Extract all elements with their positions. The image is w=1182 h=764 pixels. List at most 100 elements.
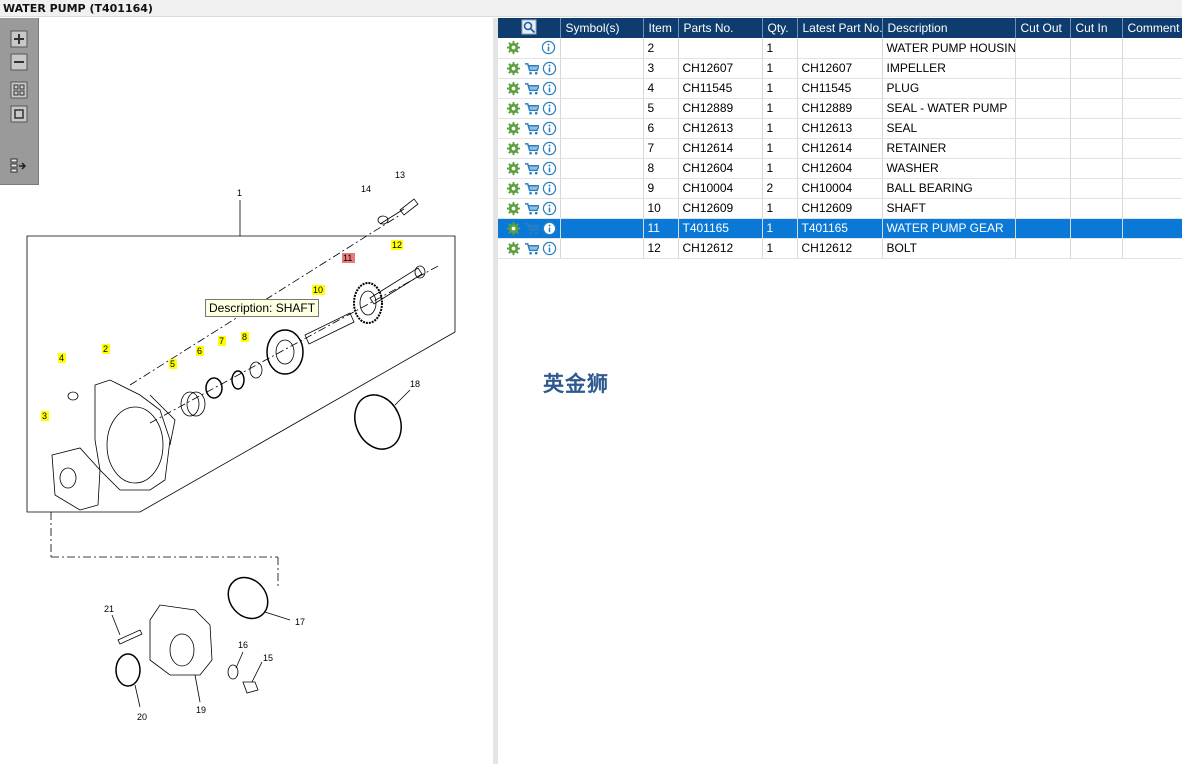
parts-table-body: 2 1 WATER PUMP HOUSING 3 CH12607 [498, 38, 1182, 259]
gear-icon[interactable] [506, 61, 521, 76]
item-cell: 6 [643, 118, 679, 139]
table-row[interactable]: 10 CH12609 1 CH12609 SHAFT [498, 198, 1182, 219]
info-icon[interactable] [542, 221, 557, 236]
callout-10[interactable]: 10 [313, 285, 323, 295]
callout-2[interactable]: 2 [103, 344, 108, 354]
callout-21[interactable]: 21 [104, 604, 114, 614]
item-cell: 3 [643, 58, 679, 79]
symbols-cell [560, 158, 644, 179]
latest-part-no-cell: CH10004 [797, 178, 883, 199]
column-header-item[interactable]: Item [643, 18, 679, 38]
info-icon[interactable] [542, 161, 557, 176]
info-icon[interactable] [542, 181, 557, 196]
gear-icon[interactable] [506, 101, 521, 116]
gear-icon[interactable] [506, 40, 521, 55]
gear-icon[interactable] [506, 241, 521, 256]
callout-1[interactable]: 1 [237, 188, 242, 198]
callout-4[interactable]: 4 [59, 353, 64, 363]
table-row[interactable]: 4 CH11545 1 CH11545 PLUG [498, 78, 1182, 99]
table-row[interactable]: 3 CH12607 1 CH12607 IMPELLER [498, 58, 1182, 79]
callout-20[interactable]: 20 [137, 712, 147, 722]
cart-icon[interactable] [524, 161, 539, 176]
column-header-parts-no[interactable]: Parts No. [678, 18, 763, 38]
column-header-symbols[interactable]: Symbol(s) [560, 18, 644, 38]
info-icon[interactable] [542, 81, 557, 96]
callout-8[interactable]: 8 [242, 332, 247, 342]
column-header-comment[interactable]: Comment [1122, 18, 1182, 38]
pane-splitter[interactable] [493, 18, 498, 764]
cut-out-cell [1015, 178, 1071, 199]
gear-icon[interactable] [506, 161, 521, 176]
comment-cell [1122, 58, 1182, 79]
callout-6[interactable]: 6 [197, 346, 202, 356]
callout-15[interactable]: 15 [263, 653, 273, 663]
zoom-in-icon [10, 30, 28, 48]
column-header-cut-out[interactable]: Cut Out [1015, 18, 1071, 38]
table-row[interactable]: 6 CH12613 1 CH12613 SEAL [498, 118, 1182, 139]
gear-icon[interactable] [506, 121, 521, 136]
callout-18[interactable]: 18 [410, 379, 420, 389]
table-row[interactable]: 2 1 WATER PUMP HOUSING [498, 38, 1182, 59]
column-header-cut-in[interactable]: Cut In [1070, 18, 1123, 38]
latest-part-no-cell: CH12604 [797, 158, 883, 179]
gear-icon[interactable] [506, 221, 521, 236]
cart-icon[interactable] [524, 101, 539, 116]
callout-5[interactable]: 5 [170, 359, 175, 369]
callout-14[interactable]: 14 [361, 184, 371, 194]
cut-out-cell [1015, 38, 1071, 59]
callout-3[interactable]: 3 [42, 411, 47, 421]
cart-icon[interactable] [524, 221, 539, 236]
latest-part-no-cell: CH12614 [797, 138, 883, 159]
column-header-search[interactable] [498, 18, 561, 38]
gear-icon[interactable] [506, 81, 521, 96]
column-header-qty[interactable]: Qty. [762, 18, 798, 38]
callout-12[interactable]: 12 [392, 240, 402, 250]
column-header-description[interactable]: Description [882, 18, 1016, 38]
gear-icon[interactable] [506, 181, 521, 196]
info-icon[interactable] [541, 40, 556, 55]
callout-13[interactable]: 13 [395, 170, 405, 180]
callout-19[interactable]: 19 [196, 705, 206, 715]
cart-icon[interactable] [524, 241, 539, 256]
cart-icon[interactable] [524, 81, 539, 96]
column-header-latest-part-no[interactable]: Latest Part No. [797, 18, 883, 38]
info-icon[interactable] [542, 101, 557, 116]
info-icon[interactable] [542, 121, 557, 136]
info-icon[interactable] [542, 61, 557, 76]
exploded-view-drawing[interactable]: 1 13 14 12 11 10 2 4 6 7 8 5 3 18 17 21 [0, 18, 493, 764]
callout-11[interactable]: 11 [343, 253, 352, 263]
gear-icon[interactable] [506, 141, 521, 156]
cut-in-cell [1070, 138, 1123, 159]
description-cell: IMPELLER [882, 58, 1016, 79]
qty-cell: 1 [762, 38, 798, 59]
export-list-button[interactable] [10, 157, 28, 175]
table-row[interactable]: 8 CH12604 1 CH12604 WASHER [498, 158, 1182, 179]
zoom-in-button[interactable] [10, 30, 28, 48]
drawing-pane[interactable]: 1 13 14 12 11 10 2 4 6 7 8 5 3 18 17 21 [0, 18, 493, 764]
gear-icon[interactable] [506, 201, 521, 216]
cart-icon[interactable] [524, 181, 539, 196]
table-row[interactable]: 12 CH12612 1 CH12612 BOLT [498, 238, 1182, 259]
info-icon[interactable] [542, 241, 557, 256]
cart-icon[interactable] [524, 61, 539, 76]
callout-16[interactable]: 16 [238, 640, 248, 650]
zoom-out-button[interactable] [10, 53, 28, 71]
info-icon[interactable] [542, 141, 557, 156]
fit-page-icon [10, 105, 28, 123]
description-cell: WASHER [882, 158, 1016, 179]
table-row[interactable]: 11 T401165 1 T401165 WATER PUMP GEAR [498, 218, 1182, 239]
fit-page-button[interactable] [10, 105, 28, 123]
cart-icon[interactable] [524, 121, 539, 136]
parts-no-cell: T401165 [678, 218, 763, 239]
cart-icon[interactable] [524, 201, 539, 216]
table-row[interactable]: 5 CH12889 1 CH12889 SEAL - WATER PUMP [498, 98, 1182, 119]
cart-icon[interactable] [524, 141, 539, 156]
info-icon[interactable] [542, 201, 557, 216]
search-icon [521, 19, 537, 34]
callout-7[interactable]: 7 [219, 336, 224, 346]
fit-all-button[interactable] [10, 81, 28, 99]
table-row[interactable]: 9 CH10004 2 CH10004 BALL BEARING [498, 178, 1182, 199]
callout-17[interactable]: 17 [295, 617, 305, 627]
table-row[interactable]: 7 CH12614 1 CH12614 RETAINER [498, 138, 1182, 159]
parts-no-cell: CH10004 [678, 178, 763, 199]
